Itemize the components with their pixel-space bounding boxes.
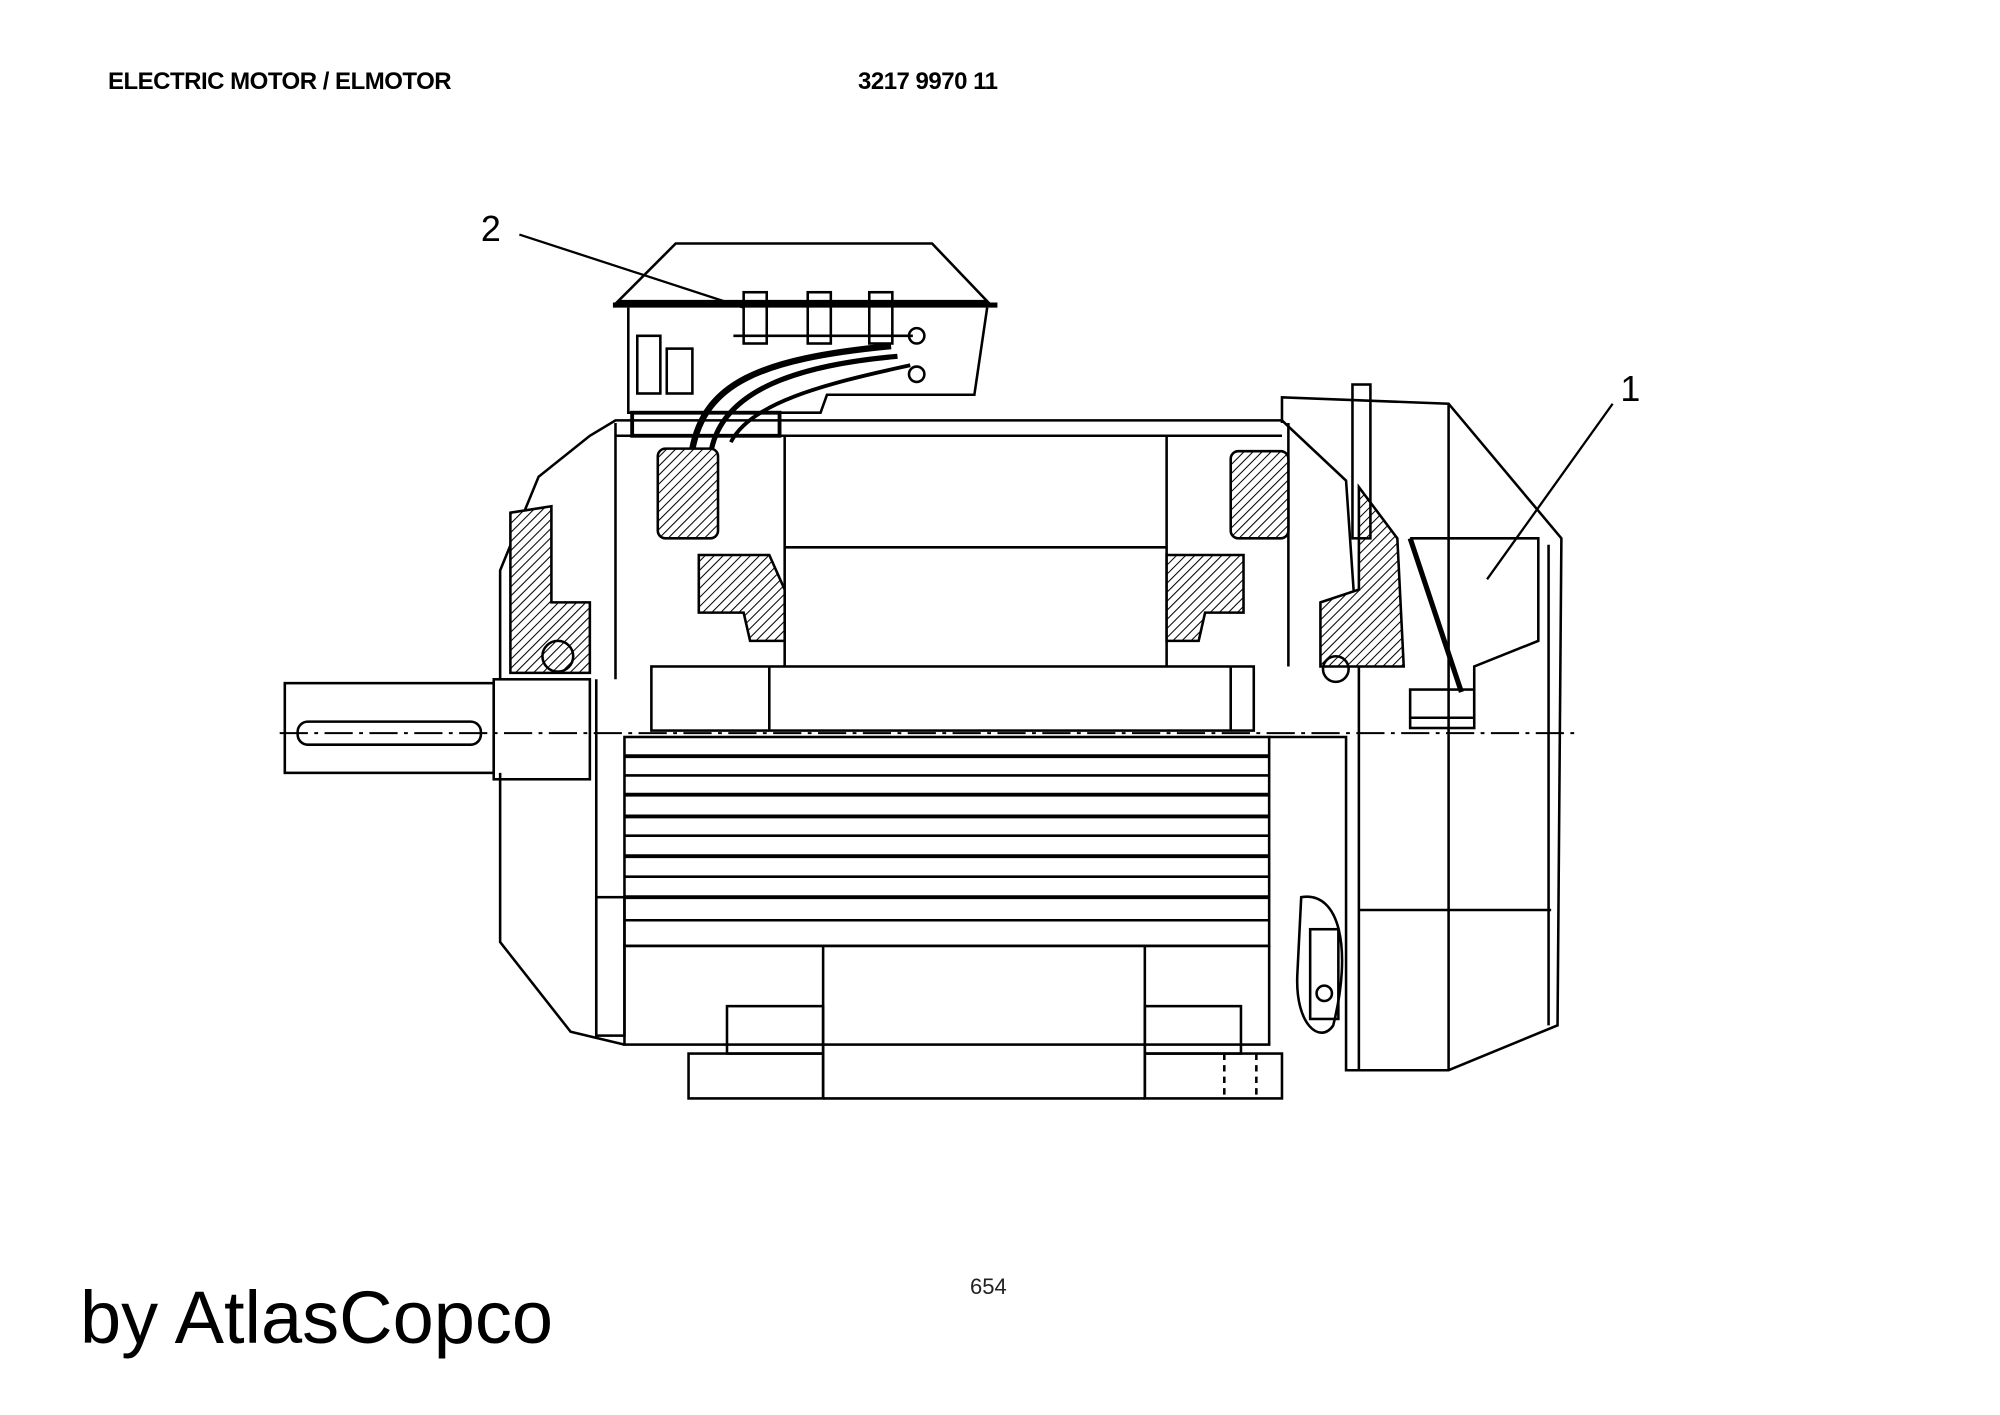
fan-cover bbox=[1269, 383, 1563, 1072]
callout-1-label: 1 bbox=[1620, 369, 1640, 409]
stator-winding-left bbox=[656, 447, 720, 540]
callout-2-label: 2 bbox=[481, 209, 501, 249]
cooling-fins bbox=[594, 735, 1271, 1037]
motor-feet bbox=[623, 944, 1284, 1100]
brand-watermark: by AtlasCopco bbox=[80, 1276, 554, 1359]
part-number: 3217 9970 11 bbox=[858, 68, 998, 95]
stator-winding-right bbox=[1229, 449, 1290, 540]
document-title: ELECTRIC MOTOR / ELMOTOR bbox=[108, 68, 452, 95]
rotor bbox=[650, 665, 1256, 732]
page-number: 654 bbox=[970, 1274, 1007, 1299]
shaft bbox=[283, 678, 592, 781]
callout-1-leader bbox=[1486, 403, 1614, 581]
callout-2-leader bbox=[519, 233, 745, 309]
terminal-box bbox=[612, 242, 998, 450]
